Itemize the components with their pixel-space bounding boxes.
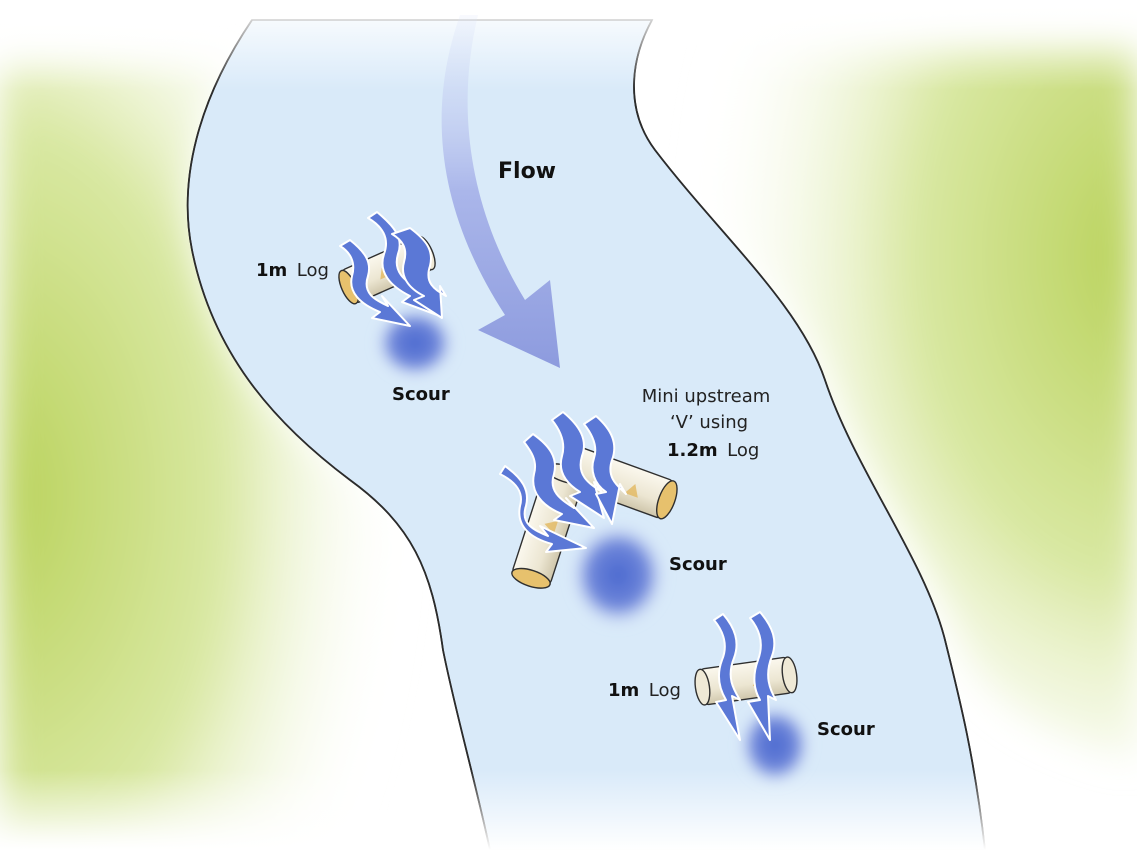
v-label-line1: Mini upstream: [642, 386, 771, 407]
svg-text:1.2m Log: 1.2m Log: [667, 440, 759, 461]
top-fade: [0, 0, 1137, 90]
scour-bottom: [739, 705, 811, 785]
v-label-line2: ‘V’ using: [670, 412, 748, 433]
scour-label-top: Scour: [392, 384, 450, 405]
log-word-bottom: Log: [649, 680, 681, 701]
scour-label-middle: Scour: [669, 554, 727, 575]
bottom-fade: [0, 770, 1137, 850]
flow-label: Flow: [498, 159, 556, 184]
scour-label-bottom: Scour: [817, 719, 875, 740]
log-size-top-left: 1m: [256, 260, 287, 281]
v-label-size: 1.2m: [667, 440, 718, 461]
v-label-word: Log: [727, 440, 759, 461]
scour-middle: [570, 523, 666, 627]
log-word-top-left: Log: [297, 260, 329, 281]
log-size-bottom: 1m: [608, 680, 639, 701]
